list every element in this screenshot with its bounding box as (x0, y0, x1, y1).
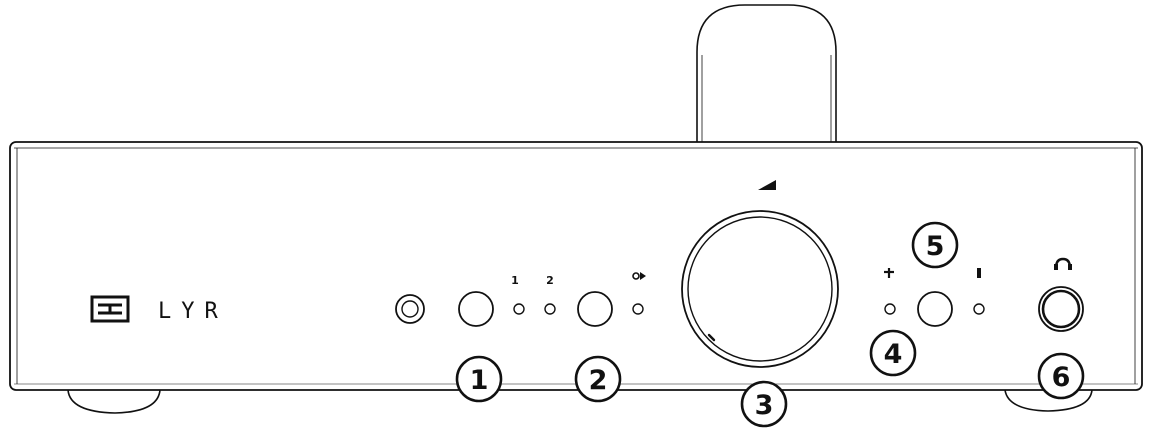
schiit-logo-icon (90, 295, 130, 323)
callout-1-number: 1 (470, 365, 489, 396)
callout-4: 4 (869, 329, 917, 377)
volume-indicator (707, 333, 716, 342)
headphone-jack[interactable] (1038, 286, 1084, 332)
callout-3-number: 3 (755, 390, 774, 421)
plus-icon (884, 268, 894, 278)
input-led-2 (544, 303, 556, 315)
brand-name: LYR (158, 299, 228, 324)
output-led (632, 303, 644, 315)
foot-left (67, 389, 161, 414)
callout-1: 1 (455, 355, 503, 403)
output-arrow-icon (632, 272, 646, 280)
bar-icon (977, 268, 981, 278)
input-led-label-2: 2 (546, 274, 554, 287)
input-led-label-1: 1 (511, 274, 519, 287)
chassis-body (9, 141, 1143, 391)
volume-wedge-icon (758, 180, 776, 190)
callout-6-number: 6 (1052, 362, 1071, 393)
gain-led-low (973, 303, 985, 315)
output-select-button[interactable] (577, 291, 613, 327)
callout-6: 6 (1037, 352, 1085, 400)
tube-cage (696, 4, 837, 142)
callout-2-number: 2 (589, 365, 608, 396)
volume-knob[interactable] (681, 210, 839, 368)
input-select-button[interactable] (458, 291, 494, 327)
callout-5-number: 5 (926, 231, 945, 262)
callout-3: 3 (740, 380, 788, 428)
input-led-1 (513, 303, 525, 315)
gain-button[interactable] (917, 291, 953, 327)
callout-4-number: 4 (884, 339, 903, 370)
headphones-icon (1054, 257, 1072, 270)
gain-led-high (884, 303, 896, 315)
callout-5: 5 (911, 221, 959, 269)
callout-2: 2 (574, 355, 622, 403)
jack-icon[interactable] (395, 294, 425, 324)
